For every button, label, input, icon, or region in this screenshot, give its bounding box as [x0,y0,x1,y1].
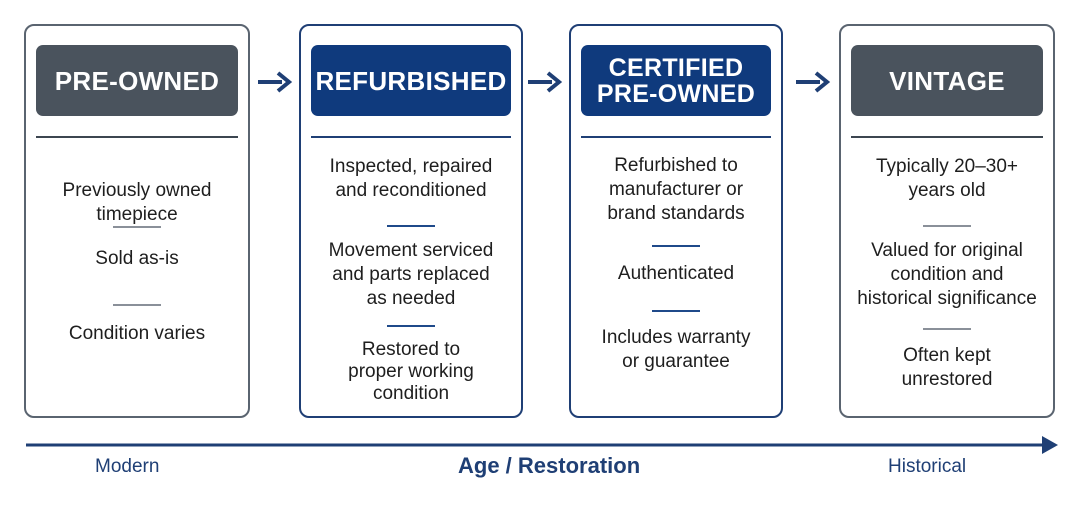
item-line: as needed [366,288,456,309]
item-line: and parts replaced [332,264,490,285]
item-line: Movement serviced [328,240,494,261]
stage-title-certified-line2: PRE-OWNED [596,79,756,108]
item-line: condition [372,383,450,404]
item-separator [113,304,161,306]
item-separator [387,225,435,227]
item-line: years old [908,180,986,201]
item-line: Includes warranty [601,327,751,348]
stage-item: Restored to proper working condition [309,339,513,405]
stage-item: Sold as-is [34,247,240,271]
stage-header-refurbished: REFURBISHED [311,45,511,116]
timeline-axis-label: Age / Restoration [458,453,641,478]
stage-item: Refurbished to manufacturer or brand sta… [579,154,773,226]
item-line: Valued for original [871,240,1023,261]
header-divider [851,136,1043,138]
stage-title-refurbished: REFURBISHED [315,65,507,96]
stage-item: Previously owned timepiece [34,179,240,227]
item-line: Authenticated [617,263,735,284]
item-line: Condition varies [68,323,206,344]
item-line: timepiece [96,204,178,225]
item-line: Restored to [361,339,461,360]
item-separator [113,226,161,228]
stage-item: Inspected, repaired and reconditioned [309,155,513,203]
header-divider [581,136,771,138]
item-line: brand standards [607,203,745,224]
timeline-end-label: Historical [888,456,967,477]
stage-item: Includes warranty or guarantee [579,326,773,374]
item-separator [923,328,971,330]
item-line: Often kept [903,345,991,366]
item-line: proper working [348,361,474,382]
item-separator [652,310,700,312]
stage-item: Typically 20–30+ years old [849,155,1045,203]
item-line: manufacturer or [608,179,744,200]
stage-card-refurbished: REFURBISHED Inspected, repaired and reco… [299,24,523,418]
stage-header-vintage: VINTAGE [851,45,1043,116]
stage-item: Authenticated [579,262,773,286]
item-line: Previously owned [62,180,212,201]
stage-item: Movement serviced and parts replaced as … [309,239,513,311]
item-line: unrestored [901,369,993,390]
item-line: condition and [890,264,1004,285]
stage-item: Valued for original condition and histor… [849,239,1045,311]
item-line: and reconditioned [335,180,487,201]
header-divider [311,136,511,138]
arrow-right-icon [796,71,831,93]
arrow-right-icon [258,71,293,93]
timeline-arrow [26,436,1058,454]
item-separator [923,225,971,227]
item-separator [652,245,700,247]
item-line: Inspected, repaired [329,156,493,177]
stage-header-certified-pre-owned: CERTIFIED PRE-OWNED [581,45,771,116]
header-divider [36,136,238,138]
stage-item: Condition varies [34,322,240,346]
stage-title-certified-line1: CERTIFIED [608,53,744,82]
timeline-start-label: Modern [95,456,160,477]
item-line: Refurbished to [614,155,738,176]
stage-card-vintage: VINTAGE Typically 20–30+ years old Value… [839,24,1055,418]
item-line: Typically 20–30+ [875,156,1019,177]
item-line: Sold as-is [95,248,179,269]
stage-title-vintage: VINTAGE [889,65,1005,96]
stage-title-pre-owned: PRE-OWNED [54,65,220,96]
stage-card-pre-owned: PRE-OWNED Previously owned timepiece Sol… [24,24,250,418]
item-line: or guarantee [622,351,730,372]
arrow-right-icon [528,71,563,93]
item-line: historical significance [857,288,1037,309]
stage-card-certified-pre-owned: CERTIFIED PRE-OWNED Refurbished to manuf… [569,24,783,418]
item-separator [387,325,435,327]
stage-item: Often kept unrestored [849,344,1045,392]
stage-header-pre-owned: PRE-OWNED [36,45,238,116]
